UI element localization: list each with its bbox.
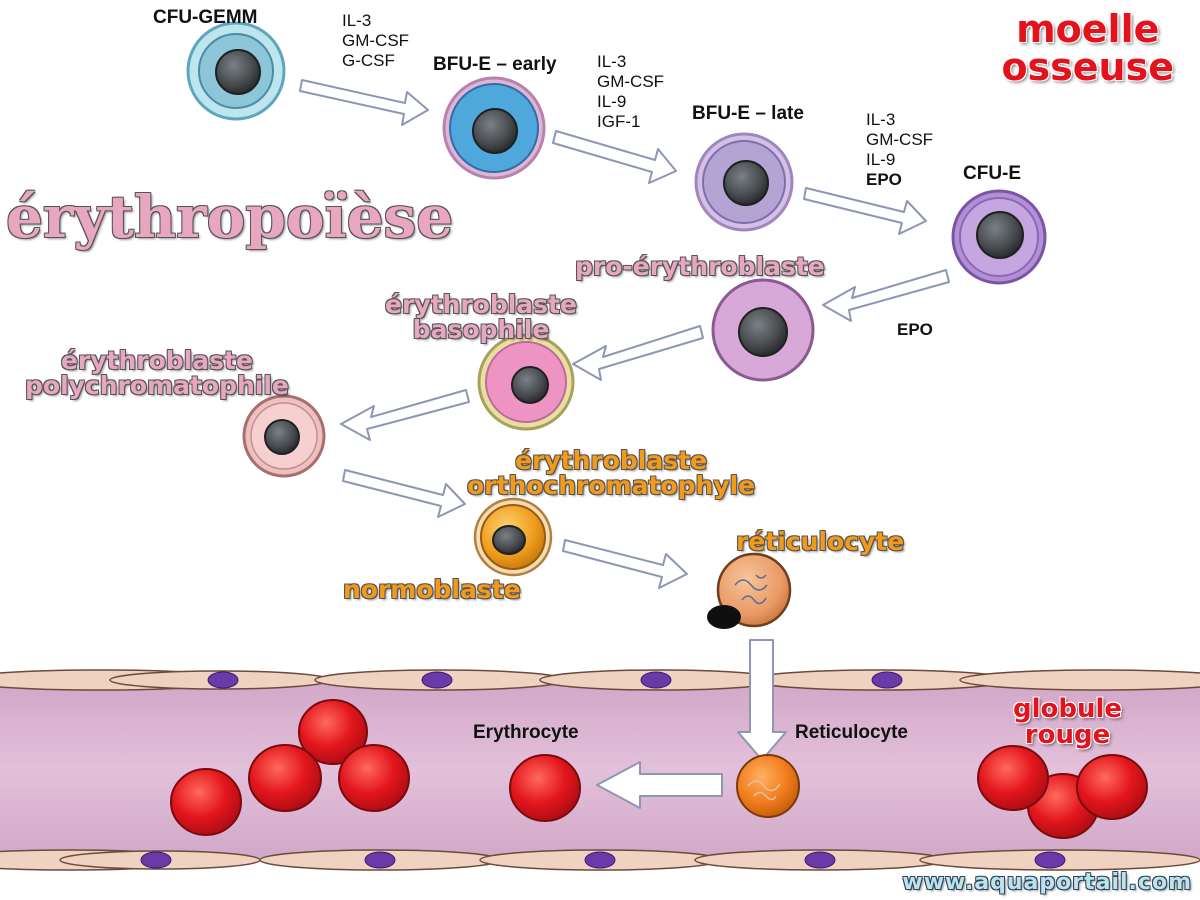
growth-factors-step-3: IL-3 GM-CSF IL-9 EPO	[866, 110, 934, 189]
arrow-10	[596, 761, 723, 809]
cell-cfu-e	[951, 189, 1047, 285]
arrow-4	[822, 269, 950, 322]
arrow-8	[562, 539, 688, 589]
label-pro-erythroblast: pro-érythroblaste	[575, 252, 825, 281]
label-bfu-e-late: BFU-E – late	[692, 103, 804, 124]
arrows	[299, 79, 950, 809]
arrow-3	[803, 187, 927, 235]
label-cfu-gemm: CFU-GEMM	[153, 7, 258, 28]
website-watermark: www.aquaportail.com	[902, 870, 1192, 895]
diagram-title: érythropoïèse	[6, 183, 454, 251]
bone-marrow-label: moelle osseuse	[1001, 7, 1174, 89]
vessel-top-wall	[0, 669, 1200, 691]
cell-pro-erythroblast	[711, 278, 815, 382]
cell-polychromatophilic-erythroblast	[242, 394, 326, 478]
cell-erythrocyte	[509, 754, 581, 822]
label-cfu-e: CFU-E	[963, 163, 1022, 184]
arrow-2	[552, 130, 677, 184]
growth-factors-step-2: IL-3 GM-CSF IL-9 IGF-1	[597, 52, 665, 131]
cell-reticulocyte-vessel	[736, 754, 800, 818]
arrow-9	[737, 639, 787, 761]
red-cell-cluster-right	[977, 745, 1148, 839]
arrow-6	[340, 389, 470, 441]
arrow-1	[299, 79, 429, 126]
cell-basophilic-erythroblast	[477, 333, 575, 431]
label-red-blood-cell: globule rouge	[1013, 694, 1123, 750]
label-bfu-e-early: BFU-E – early	[433, 54, 557, 75]
cell-orthochromatic-erythroblast	[473, 497, 553, 577]
label-polychromatophilic-erythroblast: érythroblaste polychromatophile	[25, 346, 289, 400]
cell-reticulocyte-marrow	[707, 552, 792, 629]
cell-bfu-e-early	[442, 76, 546, 180]
label-reticulocyte-en: Reticulocyte	[795, 722, 908, 743]
cell-bfu-e-late	[694, 132, 794, 232]
arrow-7	[342, 469, 466, 518]
label-basophilic-erythroblast: érythroblaste basophile	[385, 290, 577, 344]
growth-factor-step-4: EPO	[897, 320, 933, 339]
red-cell-cluster-left	[170, 699, 410, 836]
cell-cfu-gemm	[186, 21, 286, 121]
label-reticulocyte-fr: réticulocyte	[736, 527, 905, 556]
label-erythrocyte: Erythrocyte	[473, 722, 579, 743]
label-orthochromatic-erythroblast: érythroblaste orthochromatophyle	[467, 446, 756, 500]
arrow-5	[572, 325, 704, 381]
growth-factors-step-1: IL-3 GM-CSF G-CSF	[342, 11, 410, 70]
label-normoblast: normoblaste	[343, 575, 521, 604]
